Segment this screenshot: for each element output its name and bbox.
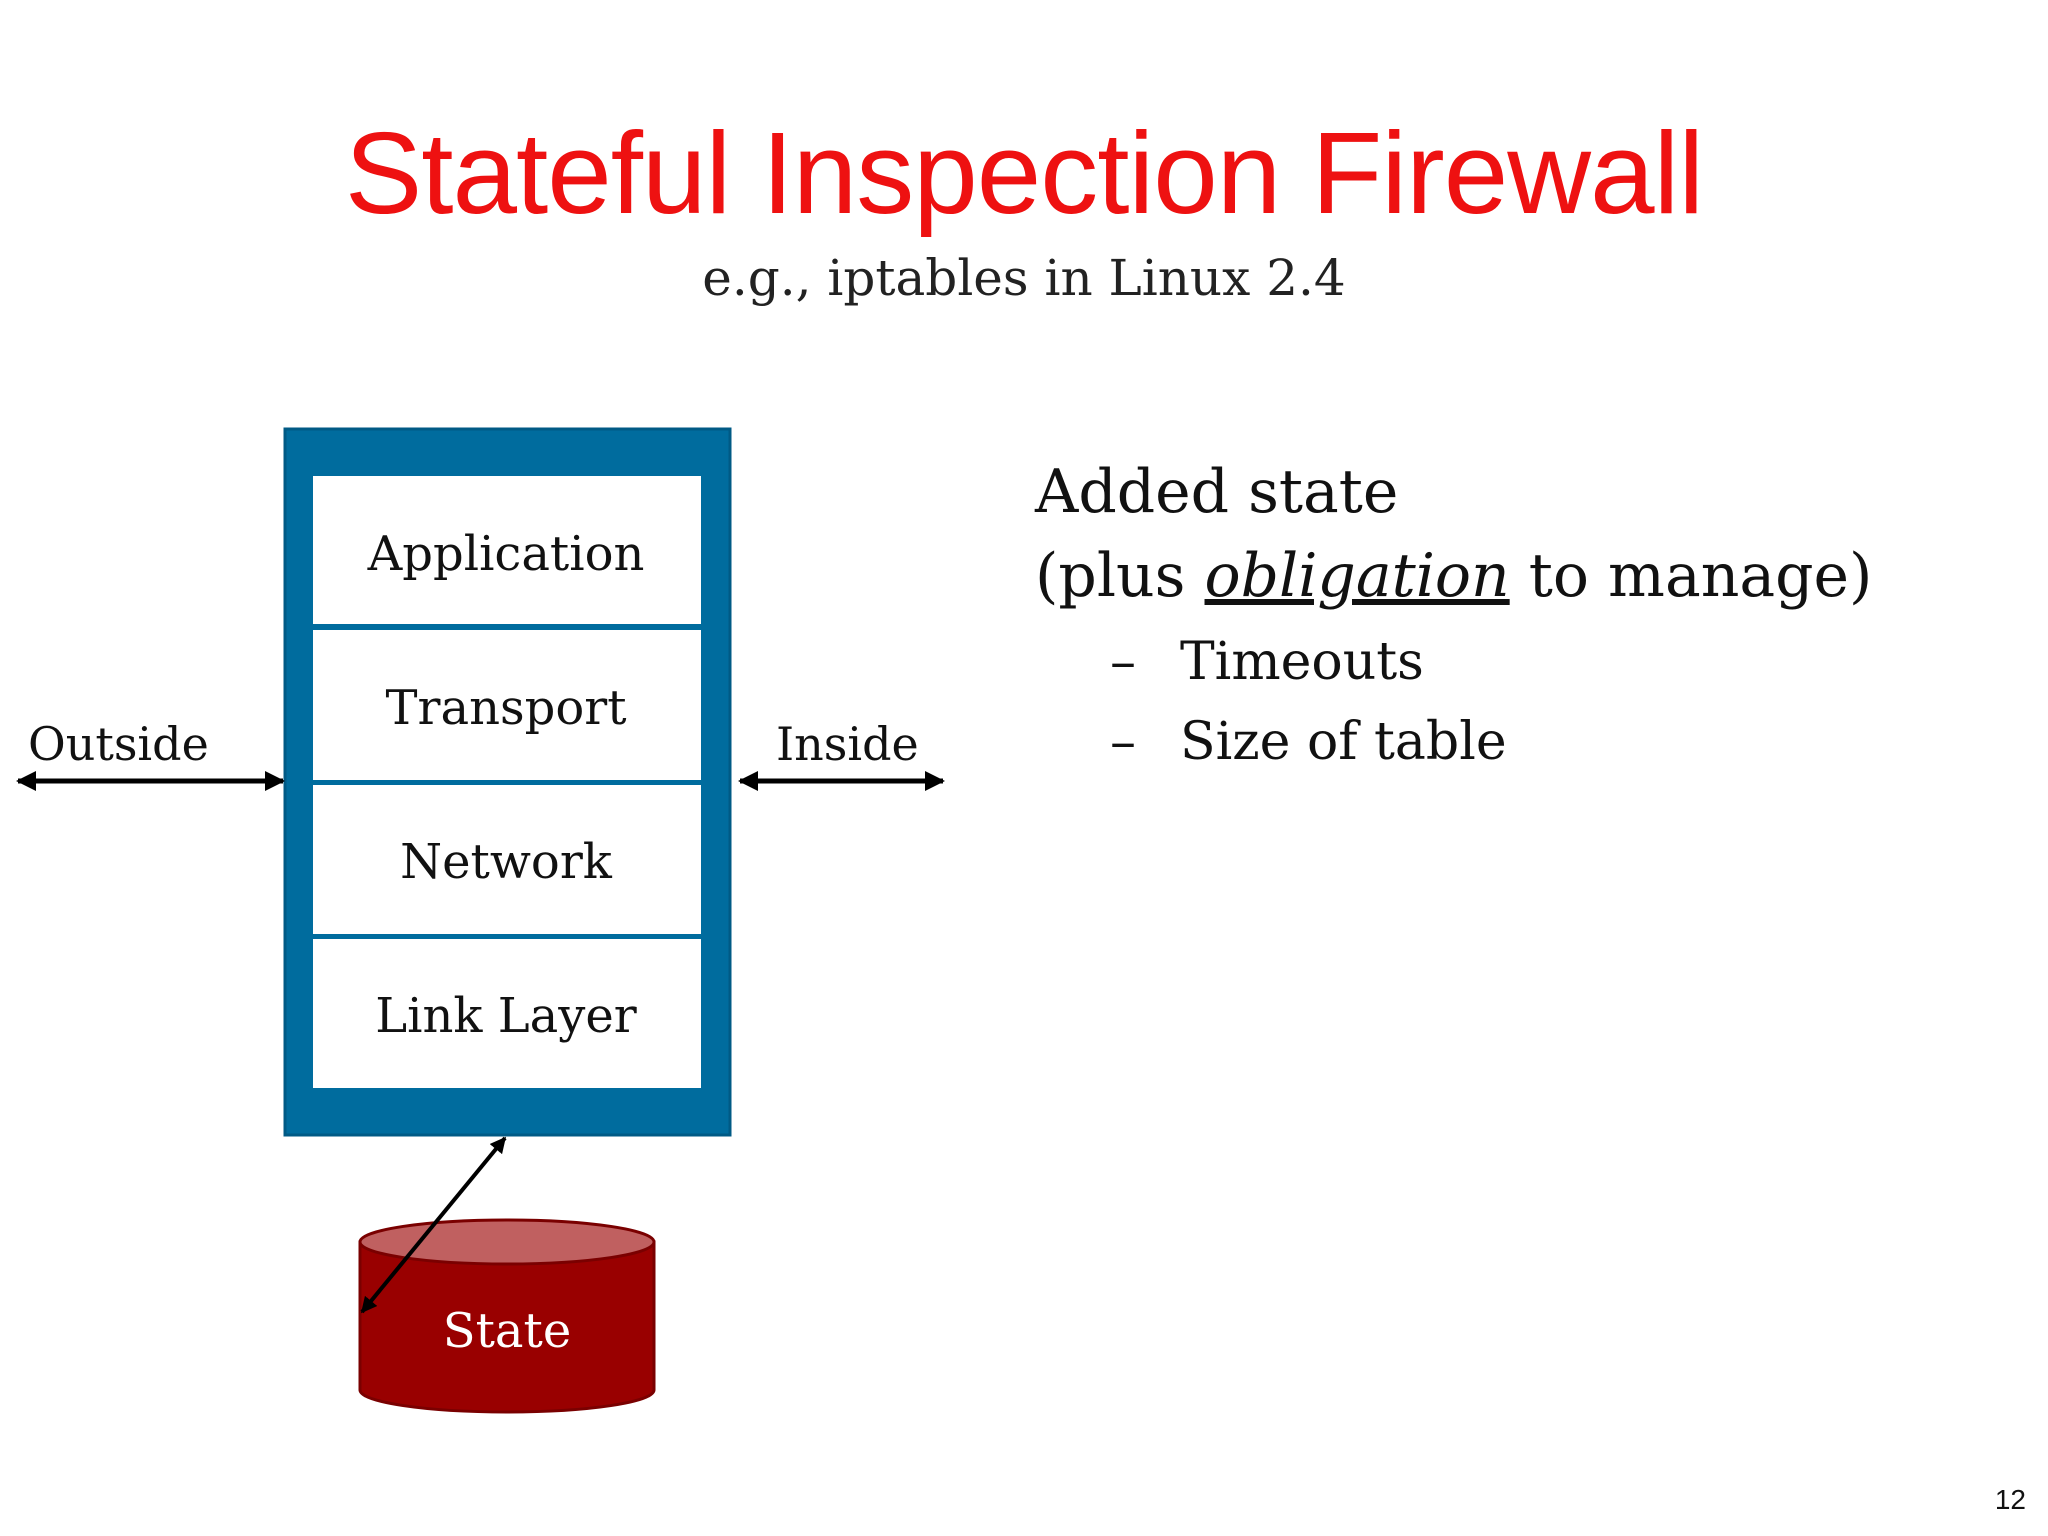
bullet-item-size-of-table: –Size of table xyxy=(1110,702,1872,782)
layer-box-application xyxy=(313,476,701,624)
layer-label-application: Application xyxy=(367,526,645,582)
state-arrow xyxy=(360,1136,507,1314)
slide-title: Stateful Inspection Firewall xyxy=(344,108,1704,238)
bullet-item-label: Size of table xyxy=(1180,712,1507,772)
slide-subtitle: e.g., iptables in Linux 2.4 xyxy=(702,249,1346,307)
bullet-item-label: Timeouts xyxy=(1180,632,1424,692)
subheading-suffix: to manage) xyxy=(1509,541,1873,611)
layer-label-link-layer: Link Layer xyxy=(375,988,637,1044)
layer-label-network: Network xyxy=(400,834,613,890)
layer-label-transport: Transport xyxy=(386,680,627,736)
dash-icon: – xyxy=(1110,712,1136,772)
subheading-prefix: (plus xyxy=(1035,541,1205,611)
obligation-emphasis: obligation xyxy=(1204,541,1510,611)
bullet-text-block: Added state (plus obligation to manage) … xyxy=(1035,450,1872,782)
bullet-item-timeouts: –Timeouts xyxy=(1110,622,1872,702)
page-number: 12 xyxy=(1994,1484,2026,1515)
bullet-heading: Added state xyxy=(1035,457,1399,527)
inside-label: Inside xyxy=(776,717,919,771)
layer-box-transport xyxy=(313,630,701,780)
bullet-list: –Timeouts –Size of table xyxy=(1110,622,1872,782)
outside-label: Outside xyxy=(28,717,209,771)
bullet-subheading: (plus obligation to manage) xyxy=(1035,534,1872,618)
dash-icon: – xyxy=(1110,632,1136,692)
layer-box-link-layer xyxy=(313,939,701,1088)
layer-box-network xyxy=(313,785,701,934)
state-label: State xyxy=(443,1303,571,1359)
